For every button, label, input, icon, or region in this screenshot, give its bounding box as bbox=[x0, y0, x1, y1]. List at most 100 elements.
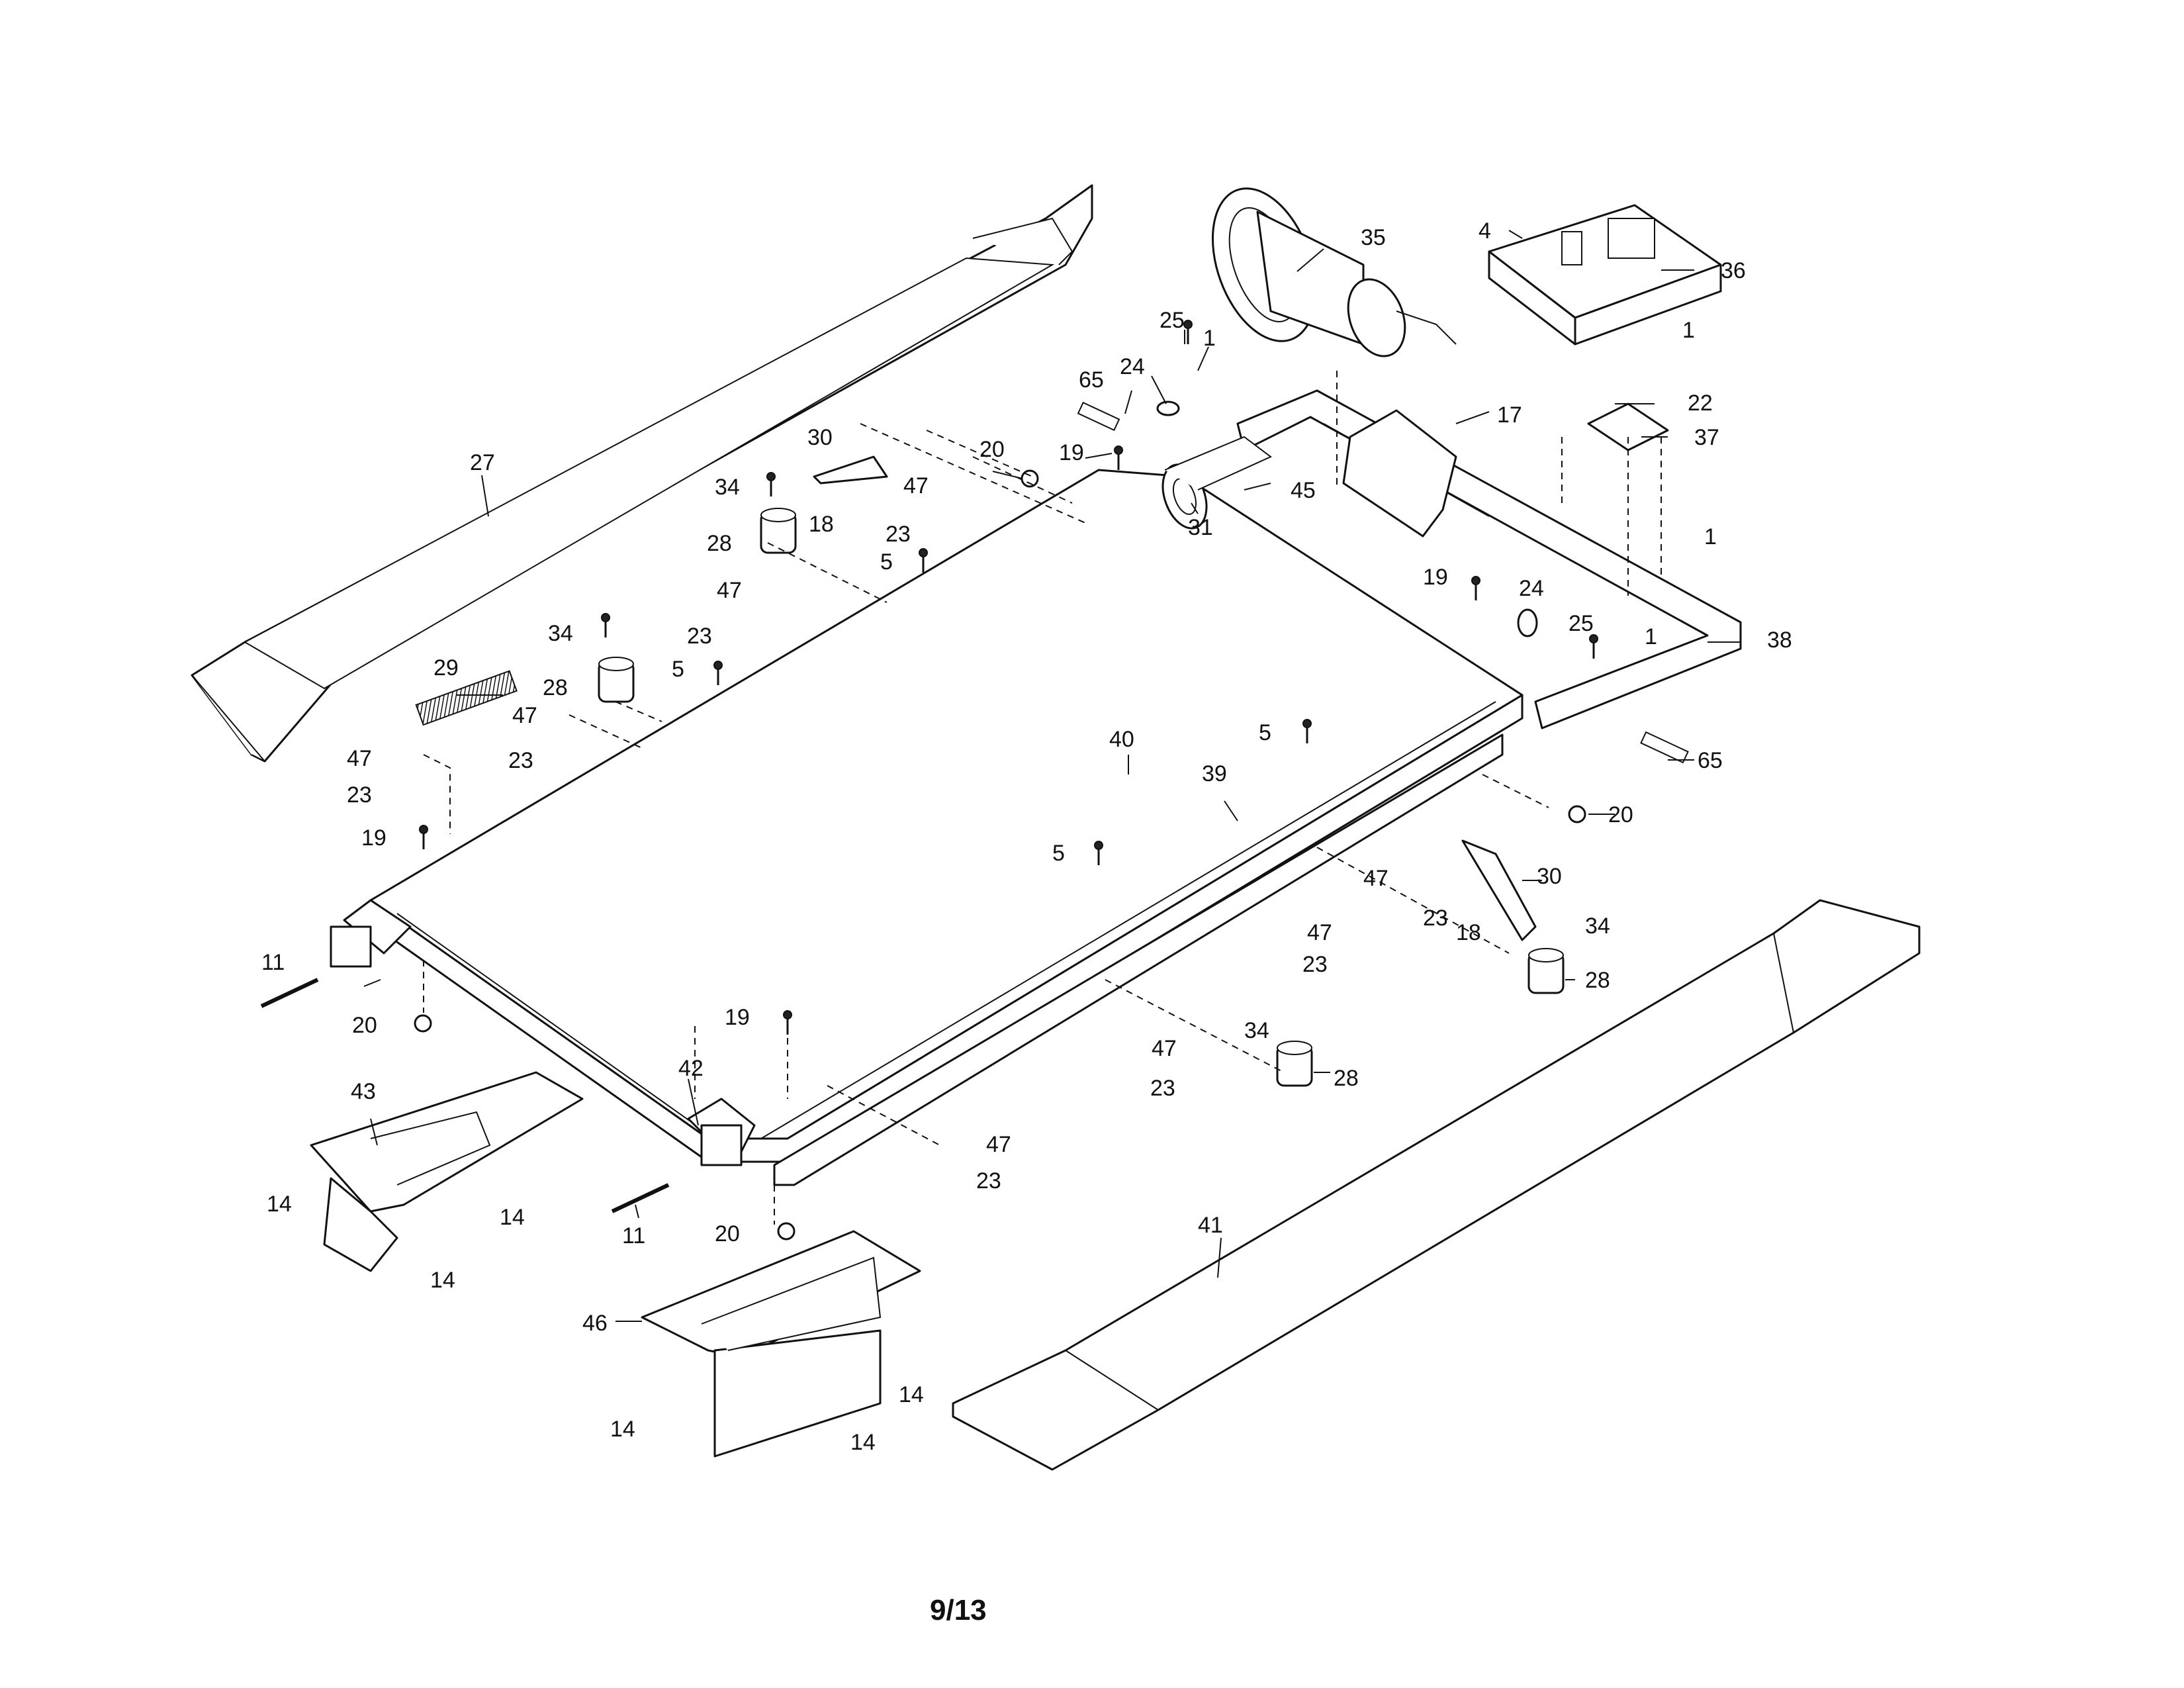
callout-20: 20 bbox=[715, 1221, 740, 1246]
screw bbox=[1589, 634, 1598, 659]
callout-35: 35 bbox=[1361, 225, 1386, 250]
callout-47: 47 bbox=[986, 1132, 1011, 1157]
callout-5: 5 bbox=[672, 657, 684, 682]
screw bbox=[713, 661, 723, 685]
callout-4: 4 bbox=[1479, 218, 1491, 244]
callout-65: 65 bbox=[1079, 367, 1104, 393]
cushion bbox=[1527, 948, 1565, 994]
callout-19: 19 bbox=[725, 1005, 750, 1030]
fasteners bbox=[419, 320, 1598, 1035]
callout-47: 47 bbox=[1307, 920, 1332, 945]
assembly-lines bbox=[423, 371, 1662, 1225]
nut bbox=[1568, 805, 1586, 823]
callout-47: 47 bbox=[717, 578, 742, 603]
callout-23: 23 bbox=[886, 522, 911, 547]
callout-34: 34 bbox=[715, 475, 740, 500]
callout-1: 1 bbox=[1203, 326, 1216, 351]
rear-roller bbox=[687, 1098, 756, 1166]
callout-39: 39 bbox=[1202, 761, 1227, 786]
axle-bolt bbox=[260, 978, 319, 1008]
callout-47: 47 bbox=[512, 703, 537, 728]
pulley-and-belt bbox=[1161, 436, 1272, 530]
page-number: 9/13 bbox=[930, 1594, 987, 1626]
callout-45: 45 bbox=[1291, 478, 1316, 503]
drive-motor bbox=[1211, 187, 1457, 357]
callout-18: 18 bbox=[1456, 920, 1481, 945]
side-rail-left bbox=[191, 184, 1093, 763]
callout-47: 47 bbox=[1152, 1036, 1177, 1061]
callout-34: 34 bbox=[1244, 1018, 1269, 1043]
callout-31: 31 bbox=[1188, 515, 1213, 540]
callout-14: 14 bbox=[430, 1268, 455, 1293]
callout-28: 28 bbox=[1585, 968, 1610, 993]
callout-47: 47 bbox=[1363, 866, 1388, 891]
callout-17: 17 bbox=[1497, 402, 1522, 428]
callout-30: 30 bbox=[1537, 864, 1562, 889]
callout-19: 19 bbox=[1423, 565, 1448, 590]
washer bbox=[1517, 608, 1538, 637]
screw bbox=[1094, 841, 1103, 865]
callout-38: 38 bbox=[1767, 628, 1792, 653]
screw bbox=[1183, 320, 1193, 344]
cushion bbox=[1276, 1041, 1313, 1087]
bracket bbox=[1461, 839, 1537, 941]
grip-strip bbox=[415, 670, 518, 726]
callout-47: 47 bbox=[903, 473, 929, 498]
callout-23: 23 bbox=[1302, 952, 1328, 977]
nut bbox=[414, 1014, 432, 1033]
callout-5: 5 bbox=[1052, 841, 1065, 866]
callout-28: 28 bbox=[543, 675, 568, 700]
callout-20: 20 bbox=[352, 1013, 377, 1038]
motor-controller bbox=[1488, 204, 1722, 346]
callout-24: 24 bbox=[1120, 354, 1145, 379]
callout-14: 14 bbox=[267, 1192, 292, 1217]
screw bbox=[1471, 576, 1480, 600]
callout-25: 25 bbox=[1569, 611, 1594, 636]
callout-23: 23 bbox=[508, 748, 533, 773]
walking-deck bbox=[369, 469, 1524, 1163]
callout-22: 22 bbox=[1688, 391, 1713, 416]
end-cap-left bbox=[310, 1071, 584, 1272]
callout-1: 1 bbox=[1645, 624, 1657, 649]
callout-11: 11 bbox=[261, 950, 285, 975]
cushion bbox=[760, 508, 797, 554]
callout-46: 46 bbox=[582, 1311, 608, 1336]
nut bbox=[777, 1222, 796, 1241]
washer bbox=[1156, 400, 1180, 416]
callout-41: 41 bbox=[1198, 1213, 1223, 1238]
motor-mount bbox=[1342, 409, 1457, 538]
callout-20: 20 bbox=[1608, 802, 1633, 827]
screw bbox=[783, 1010, 792, 1035]
callout-28: 28 bbox=[1334, 1066, 1359, 1091]
callout-65: 65 bbox=[1698, 748, 1723, 773]
screw bbox=[1114, 445, 1123, 470]
callout-42: 42 bbox=[678, 1056, 704, 1081]
callout-1: 1 bbox=[1704, 524, 1717, 549]
callout-23: 23 bbox=[1423, 906, 1448, 931]
callout-18: 18 bbox=[809, 512, 834, 537]
callout-37: 37 bbox=[1694, 425, 1719, 450]
front-roller bbox=[330, 899, 412, 968]
callout-23: 23 bbox=[976, 1168, 1001, 1194]
callout-23: 23 bbox=[1150, 1076, 1175, 1101]
callout-24: 24 bbox=[1519, 576, 1544, 601]
callout-40: 40 bbox=[1109, 727, 1134, 752]
callout-23: 23 bbox=[687, 624, 712, 649]
screw bbox=[919, 548, 928, 573]
callout-34: 34 bbox=[548, 621, 573, 646]
callout-34: 34 bbox=[1585, 914, 1610, 939]
callout-19: 19 bbox=[1059, 440, 1084, 465]
callout-14: 14 bbox=[500, 1205, 525, 1230]
callout-43: 43 bbox=[351, 1079, 376, 1104]
pin bbox=[1077, 401, 1120, 432]
screw bbox=[419, 825, 428, 849]
deck-frame-rail bbox=[773, 733, 1504, 1186]
callout-30: 30 bbox=[807, 425, 833, 450]
screw bbox=[766, 472, 776, 496]
callout-47: 47 bbox=[347, 746, 372, 771]
callout-20: 20 bbox=[979, 437, 1005, 462]
callout-19: 19 bbox=[361, 825, 387, 851]
callout-14: 14 bbox=[610, 1417, 635, 1442]
callout-5: 5 bbox=[880, 549, 893, 575]
